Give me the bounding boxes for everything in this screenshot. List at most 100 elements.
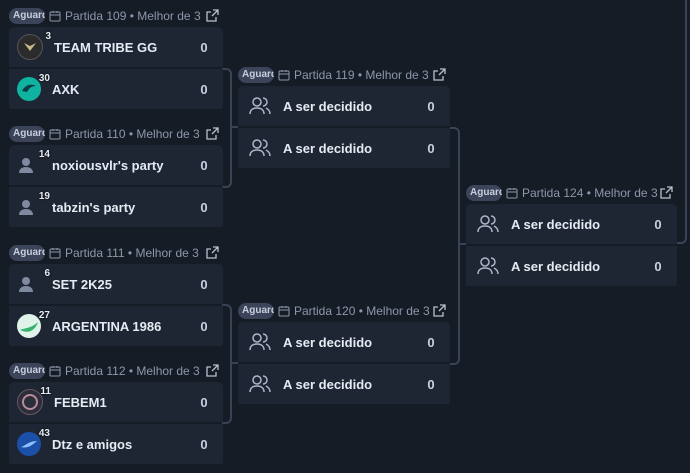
match-110: Aguardando Partida 110 • Melhor de 3 14 …	[9, 123, 223, 229]
calendar-icon	[49, 129, 61, 140]
team-row[interactable]: 3 TEAM TRIBE GG 0	[9, 27, 223, 67]
match-header: Aguardando Partida 120 • Melhor de 3	[238, 300, 450, 322]
team-score: 0	[427, 98, 435, 114]
team-logo: 19	[17, 191, 50, 219]
team-score: 0	[427, 376, 435, 392]
external-link-icon[interactable]	[206, 364, 219, 377]
match-info: Partida 111 • Melhor de 3	[65, 246, 199, 260]
users-icon	[477, 215, 499, 233]
team-row[interactable]: 11 FEBEM1 0	[9, 382, 223, 422]
external-link-icon[interactable]	[206, 9, 219, 22]
team-name: AXK	[52, 81, 80, 97]
team-logo: 27	[17, 310, 50, 338]
match-109: Aguardando Partida 109 • Melhor de 3 3 T…	[9, 5, 223, 111]
team-row[interactable]: 19 tabzin's party 0	[9, 187, 223, 227]
user-icon	[19, 277, 33, 292]
seed-number: 19	[38, 191, 50, 202]
calendar-icon	[506, 188, 518, 199]
match-header: Aguardando Partida 112 • Melhor de 3	[9, 360, 223, 382]
bracket-connector	[230, 126, 238, 128]
calendar-icon	[278, 306, 290, 317]
status-badge: Aguardando	[9, 126, 45, 142]
argentina-logo-icon	[20, 322, 38, 332]
seed-number: 3	[45, 31, 51, 42]
calendar-icon	[278, 70, 290, 81]
team-score: 0	[200, 394, 208, 410]
team-row[interactable]: 30 AXK 0	[9, 69, 223, 109]
team-name: tabzin's party	[52, 199, 136, 215]
external-link-icon[interactable]	[206, 246, 219, 259]
team-score: 0	[427, 140, 435, 156]
external-link-icon[interactable]	[206, 127, 219, 140]
seed-number: 14	[38, 149, 50, 160]
status-badge: Aguardando	[238, 67, 274, 83]
team-row[interactable]: A ser decidido 0	[466, 246, 677, 286]
status-badge: Aguardando	[466, 185, 502, 201]
team-row[interactable]: 43 Dtz e amigos 0	[9, 424, 223, 464]
seed-number: 27	[38, 310, 50, 321]
match-header: Aguardando Partida 111 • Melhor de 3	[9, 242, 223, 264]
team-logo: 11	[17, 386, 51, 415]
team-row[interactable]: A ser decidido 0	[238, 128, 450, 168]
bracket-connector	[450, 127, 460, 365]
external-link-icon[interactable]	[433, 68, 446, 81]
team-row[interactable]: A ser decidido 0	[238, 364, 450, 404]
match-info: Partida 109 • Melhor de 3	[65, 9, 201, 23]
status-badge: Aguardando	[9, 363, 45, 379]
dtz-logo-icon	[21, 441, 37, 448]
user-icon	[19, 200, 33, 215]
team-row[interactable]: A ser decidido 0	[466, 204, 677, 244]
team-name: SET 2K25	[52, 276, 112, 292]
users-icon	[477, 257, 499, 275]
team-name: A ser decidido	[511, 258, 601, 274]
bracket-connector	[222, 68, 232, 188]
team-name: TEAM TRIBE GG	[54, 39, 158, 55]
seed-number: 43	[38, 428, 50, 439]
team-row[interactable]: 6 SET 2K25 0	[9, 264, 223, 304]
team-name: A ser decidido	[283, 98, 373, 114]
team-name: ARGENTINA 1986	[52, 318, 162, 334]
calendar-icon	[49, 366, 61, 377]
team-score: 0	[200, 157, 208, 173]
bracket-connector	[230, 362, 238, 364]
match-info: Partida 110 • Melhor de 3	[65, 127, 200, 141]
match-info: Partida 124 • Melhor de 3	[522, 186, 658, 200]
match-120: Aguardando Partida 120 • Melhor de 3 A s…	[238, 300, 450, 406]
status-badge: Aguardando	[9, 8, 45, 24]
team-score: 0	[200, 318, 208, 334]
match-info: Partida 120 • Melhor de 3	[294, 304, 430, 318]
calendar-icon	[49, 248, 61, 259]
team-name: Dtz e amigos	[52, 436, 133, 452]
team-score: 0	[200, 199, 208, 215]
team-score: 0	[654, 258, 662, 274]
status-badge: Aguardando	[238, 303, 274, 319]
match-124: Aguardando Partida 124 • Melhor de 3 A s…	[466, 182, 677, 288]
tribe-logo-icon	[24, 43, 36, 51]
team-row[interactable]: A ser decidido 0	[238, 86, 450, 126]
team-logo: 3	[17, 31, 51, 60]
team-row[interactable]: 14 noxiousvlr's party 0	[9, 145, 223, 185]
team-row[interactable]: A ser decidido 0	[238, 322, 450, 362]
team-score: 0	[427, 334, 435, 350]
team-row[interactable]: 27 ARGENTINA 1986 0	[9, 306, 223, 346]
team-score: 0	[200, 276, 208, 292]
team-score: 0	[200, 81, 208, 97]
team-score: 0	[654, 216, 662, 232]
seed-number: 30	[38, 73, 50, 84]
bracket-connector	[458, 243, 466, 245]
users-icon	[249, 139, 271, 157]
bracket-connector	[222, 304, 232, 424]
match-header: Aguardando Partida 119 • Melhor de 3	[238, 64, 450, 86]
febem-logo-icon	[22, 394, 38, 410]
match-header: Aguardando Partida 124 • Melhor de 3	[466, 182, 677, 204]
calendar-icon	[49, 11, 61, 22]
external-link-icon[interactable]	[660, 186, 673, 199]
bracket-connector	[677, 0, 687, 244]
match-111: Aguardando Partida 111 • Melhor de 3 6 S…	[9, 242, 223, 348]
team-name: FEBEM1	[54, 394, 107, 410]
team-name: A ser decidido	[283, 334, 373, 350]
team-logo: 43	[17, 428, 50, 456]
users-icon	[249, 375, 271, 393]
external-link-icon[interactable]	[433, 304, 446, 317]
team-name: A ser decidido	[511, 216, 601, 232]
